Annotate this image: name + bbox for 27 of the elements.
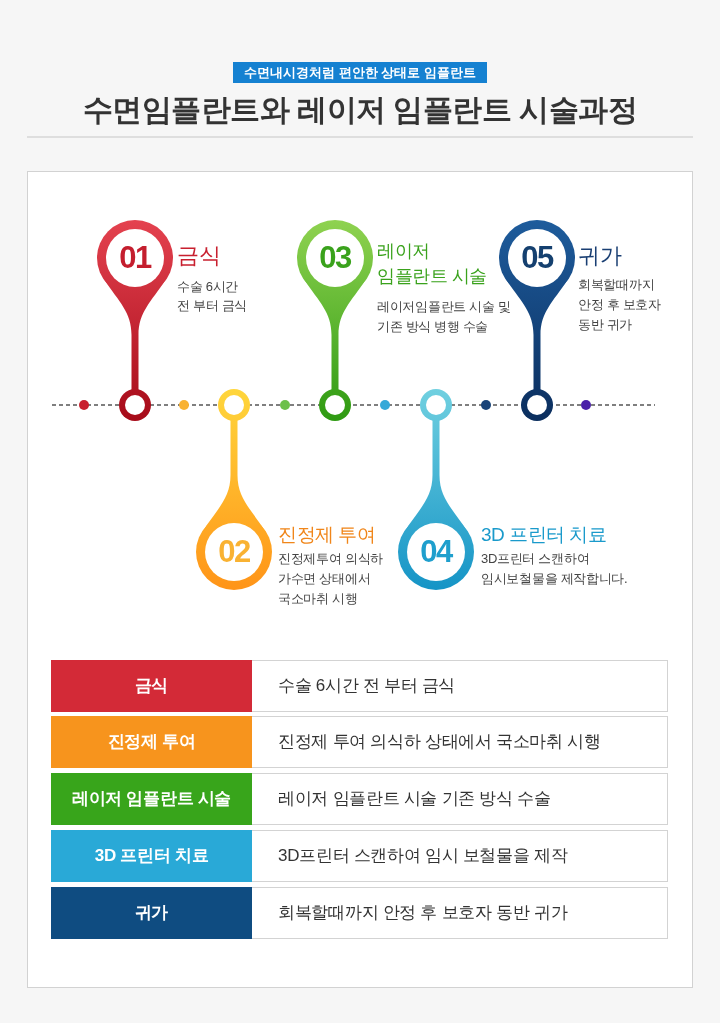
step-number: 03	[319, 239, 351, 277]
step-name-cell: 귀가	[51, 887, 252, 939]
step-number: 04	[420, 533, 452, 571]
step-description: 3D프린터 스캔하여 임시보철물을 제작합니다.	[481, 550, 628, 588]
title: 수면임플란트와 레이저 임플란트 시술과정	[82, 92, 638, 128]
step-name-cell: 진정제 투여	[51, 716, 252, 768]
step-heading: 3D 프린터 치료	[481, 523, 607, 547]
step-number: 05	[521, 239, 553, 277]
step-name-cell: 3D 프린터 치료	[51, 830, 252, 882]
step-number: 01	[119, 239, 151, 277]
subtitle-badge: 수면내시경처럼 편안한 상태로 임플란트	[233, 62, 487, 83]
description-cell: 3D프린터 스캔하여 임시 보철물을 제작	[252, 830, 668, 882]
step-name-cell: 금식	[51, 660, 252, 712]
description-cell: 수술 6시간 전 부터 금식	[252, 660, 668, 712]
step-heading: 진정제 투여	[278, 523, 376, 547]
step-heading: 금식	[177, 243, 220, 269]
description-cell: 진정제 투여 의식하 상태에서 국소마취 시행	[252, 716, 668, 768]
step-heading: 레이저 임플란트 시술	[377, 240, 487, 288]
step-heading: 귀가	[578, 243, 621, 269]
description-cell: 회복할때까지 안정 후 보호자 동반 귀가	[252, 887, 668, 939]
step-description: 레이저임플란트 시술 및 기존 방식 병행 수술	[377, 299, 511, 336]
description-cell: 레이저 임플란트 시술 기존 방식 수술	[252, 773, 668, 825]
step-description: 진정제투여 의식하 가수면 상태에서 국소마취 시행	[278, 550, 383, 608]
step-name-cell: 레이저 임플란트 시술	[51, 773, 252, 825]
step-description: 회복할때까지 안정 후 보호자 동반 귀가	[578, 276, 661, 334]
step-description: 수술 6시간 전 부터 금식	[177, 278, 248, 315]
step-number: 02	[218, 533, 250, 571]
